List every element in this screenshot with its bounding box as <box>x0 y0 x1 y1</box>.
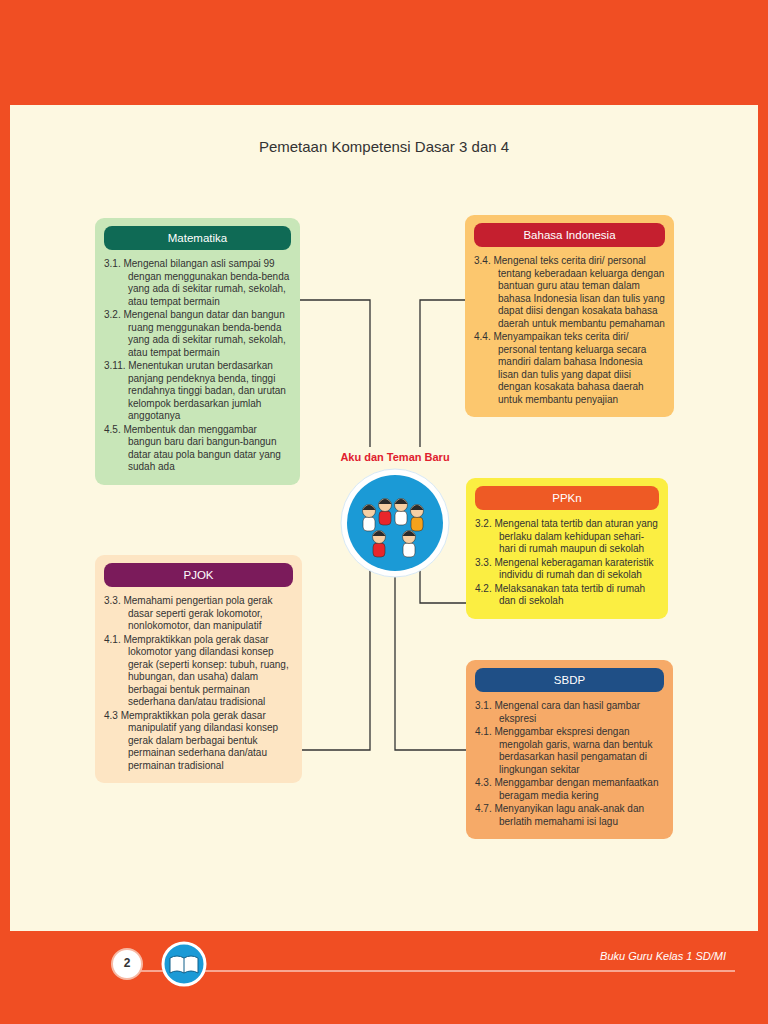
footer-rule <box>140 970 735 971</box>
competency-item: 4.1. Menggambar ekspresi dengan mengolah… <box>475 726 664 776</box>
connector-line <box>420 571 466 603</box>
competency-item: 4.7. Menyanyikan lagu anak-anak dan berl… <box>475 803 664 828</box>
subject-heading: PJOK <box>104 563 293 587</box>
competency-item: 4.5. Membentuk dan menggambar bangun bar… <box>104 424 291 474</box>
subject-box: Matematika 3.1. Mengenal bilangan asli sa… <box>95 218 300 485</box>
competency-item: 4.2. Melaksanakan tata tertib di rumah d… <box>475 583 659 608</box>
competency-item: 3.3. Memahami pengertian pola gerak dasa… <box>104 595 293 633</box>
book-icon <box>163 943 205 985</box>
competency-item: 4.1. Mempraktikkan pola gerak dasar loko… <box>104 634 293 709</box>
subject-box: SBDP 3.1. Mengenal cara dan hasil gambar … <box>466 660 673 839</box>
competency-item: 3.3. Mengenal keberagaman karateristik i… <box>475 557 659 582</box>
competency-item: 3.4. Mengenal teks cerita diri/ personal… <box>474 255 665 330</box>
theme-illustration <box>339 467 451 579</box>
book-icon <box>170 956 198 973</box>
competency-item: 3.1. Mengenal cara dan hasil gambar eksp… <box>475 700 664 725</box>
children-illustration <box>363 499 424 558</box>
subject-box: Bahasa Indonesia 3.4. Mengenal teks cerit… <box>465 215 674 417</box>
circle-ring <box>341 469 449 577</box>
competency-item: 4.4. Menyampaikan teks cerita diri/ pers… <box>474 331 665 406</box>
page-number-circle <box>112 949 142 979</box>
footer-text: Buku Guru Kelas 1 SD/MI <box>480 950 726 962</box>
subject-box: PJOK 3.3. Memahami pengertian pola gerak … <box>95 555 302 783</box>
circle-fill <box>347 475 443 571</box>
competency-item: 3.11. Menentukan urutan berdasarkan panj… <box>104 360 291 423</box>
connector-line <box>395 577 466 750</box>
page-number: 2 <box>112 956 142 970</box>
theme-circle: Aku dan Teman Baru <box>331 447 459 579</box>
competency-item: 3.1. Mengenal bilangan asli sampai 99 de… <box>104 258 291 308</box>
connector-line <box>300 300 370 447</box>
competency-item: 3.2. Mengenal tata tertib dan aturan yan… <box>475 518 659 556</box>
subject-box: PPKn 3.2. Mengenal tata tertib dan aturan… <box>466 478 668 619</box>
subject-heading: Bahasa Indonesia <box>474 223 665 247</box>
subject-heading: SBDP <box>475 668 664 692</box>
theme-title: Aku dan Teman Baru <box>337 450 452 464</box>
connector-line <box>420 300 465 447</box>
competency-item: 4.3. Menggambar dengan memanfaatkan bera… <box>475 777 664 802</box>
diagram-title: Pemetaan Kompetensi Dasar 3 dan 4 <box>0 138 768 155</box>
subject-heading: Matematika <box>104 226 291 250</box>
subject-heading: PPKn <box>475 486 659 510</box>
competency-item: 4.3 Mempraktikkan pola gerak dasar manip… <box>104 710 293 773</box>
page-ground <box>10 105 758 931</box>
competency-item: 3.2. Mengenal bangun datar dan bangun ru… <box>104 309 291 359</box>
connector-line <box>302 571 370 750</box>
